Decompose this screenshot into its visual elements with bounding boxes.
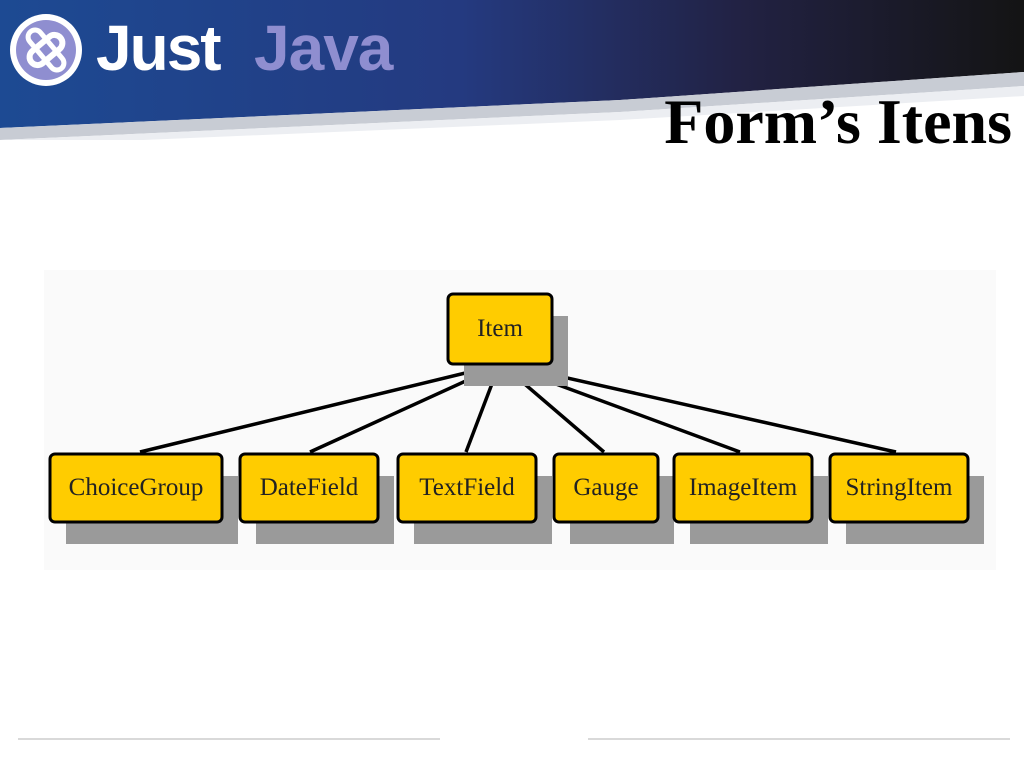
logo-mark-icon	[10, 14, 82, 86]
node-stringitem: StringItem	[828, 452, 984, 544]
logo-word-java: Java	[254, 12, 393, 84]
node-item-box	[446, 292, 554, 366]
node-textfield-box	[396, 452, 538, 524]
arrow-datefield-to-item	[309, 367, 493, 454]
node-item: Item	[446, 292, 568, 386]
node-gauge: Gauge	[552, 452, 674, 544]
node-item-label: Item	[477, 315, 523, 342]
justjava-logo: Just Java	[4, 8, 424, 88]
logo-word-just: Just	[96, 12, 222, 84]
footer-divider-left	[18, 738, 440, 740]
footer-divider-right	[588, 738, 1010, 740]
node-imageitem-box	[672, 452, 814, 524]
node-choicegroup-label: ChoiceGroup	[69, 474, 204, 501]
arrow-stringitem-to-item	[513, 362, 897, 454]
node-imageitem-label: ImageItem	[689, 474, 798, 501]
node-imageitem: ImageItem	[672, 452, 828, 544]
node-textfield-label: TextField	[419, 474, 515, 501]
arrow-choicegroup-to-item	[139, 363, 491, 454]
slide-title: Form’s Itens	[664, 86, 1012, 157]
node-datefield-box	[238, 452, 380, 524]
node-gauge-box	[552, 452, 660, 524]
node-textfield: TextField	[396, 452, 552, 544]
node-choicegroup: ChoiceGroup	[48, 452, 238, 544]
node-stringitem-box	[828, 452, 970, 524]
node-stringitem-label: StringItem	[846, 474, 953, 501]
header-banner	[0, 0, 1024, 140]
node-datefield: DateField	[238, 452, 394, 544]
node-choicegroup-box	[48, 452, 224, 524]
diagram-panel: Item ChoiceGroup DateField TextField Gau…	[44, 270, 996, 570]
node-gauge-label: Gauge	[573, 474, 638, 501]
class-hierarchy-diagram: Item ChoiceGroup DateField TextField Gau…	[48, 292, 984, 544]
node-datefield-label: DateField	[260, 474, 359, 501]
